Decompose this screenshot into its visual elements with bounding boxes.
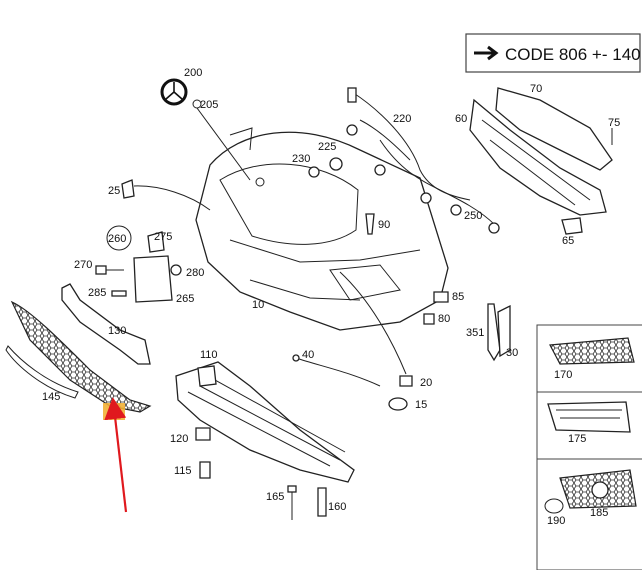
callout-285: 285 xyxy=(88,287,106,299)
callout-145: 145 xyxy=(42,391,60,403)
callout-60: 60 xyxy=(455,113,467,125)
trim-and-fasteners xyxy=(195,213,511,520)
grille-insert-175 xyxy=(547,401,631,433)
code-box-text: CODE 806 +- 140 xyxy=(505,45,641,64)
callout-30: 30 xyxy=(506,347,518,359)
ring-190 xyxy=(544,498,564,514)
callout-270: 270 xyxy=(74,259,92,271)
callout-280: 280 xyxy=(186,267,204,279)
callout-110: 110 xyxy=(200,349,218,361)
variant-panel xyxy=(536,324,642,570)
callout-25: 25 xyxy=(108,185,120,197)
callout-80: 80 xyxy=(438,313,450,325)
callout-351: 351 xyxy=(466,327,484,339)
callout-160: 160 xyxy=(328,501,346,513)
callout-250: 250 xyxy=(464,210,482,222)
lower-grille xyxy=(5,283,152,420)
callout-170: 170 xyxy=(554,369,572,381)
callout-185: 185 xyxy=(590,507,608,519)
callout-75: 75 xyxy=(608,117,620,129)
underbody-panel xyxy=(175,361,355,483)
callout-175: 175 xyxy=(568,433,586,445)
callout-120: 120 xyxy=(170,433,188,445)
callout-70: 70 xyxy=(530,83,542,95)
bumper-cover xyxy=(195,127,449,331)
callout-15: 15 xyxy=(415,399,427,411)
callout-230: 230 xyxy=(292,153,310,165)
callout-205: 205 xyxy=(200,99,218,111)
callout-labels: 200 205 220 70 60 75 230 225 25 90 250 6… xyxy=(42,67,620,527)
callout-220: 220 xyxy=(393,113,411,125)
callout-200: 200 xyxy=(184,67,202,79)
callout-20: 20 xyxy=(420,377,432,389)
impact-absorber xyxy=(469,87,613,235)
callout-10: 10 xyxy=(252,299,264,311)
callout-85: 85 xyxy=(452,291,464,303)
callout-265: 265 xyxy=(176,293,194,305)
grille-insert-170 xyxy=(549,337,635,365)
star-emblem xyxy=(160,78,251,181)
pointer-arrow xyxy=(104,397,128,513)
callout-65: 65 xyxy=(562,235,574,247)
callout-130: 130 xyxy=(108,325,126,337)
callout-260: 260 xyxy=(108,233,126,245)
callout-165: 165 xyxy=(266,491,284,503)
callout-225: 225 xyxy=(318,141,336,153)
callout-190: 190 xyxy=(547,515,565,527)
code-box: CODE 806 +- 140 xyxy=(465,33,641,73)
bracket-group xyxy=(95,179,211,303)
callout-40: 40 xyxy=(302,349,314,361)
callout-115: 115 xyxy=(174,465,192,477)
wiring-harness xyxy=(308,87,500,234)
callout-90: 90 xyxy=(378,219,390,231)
callout-275: 275 xyxy=(154,231,172,243)
